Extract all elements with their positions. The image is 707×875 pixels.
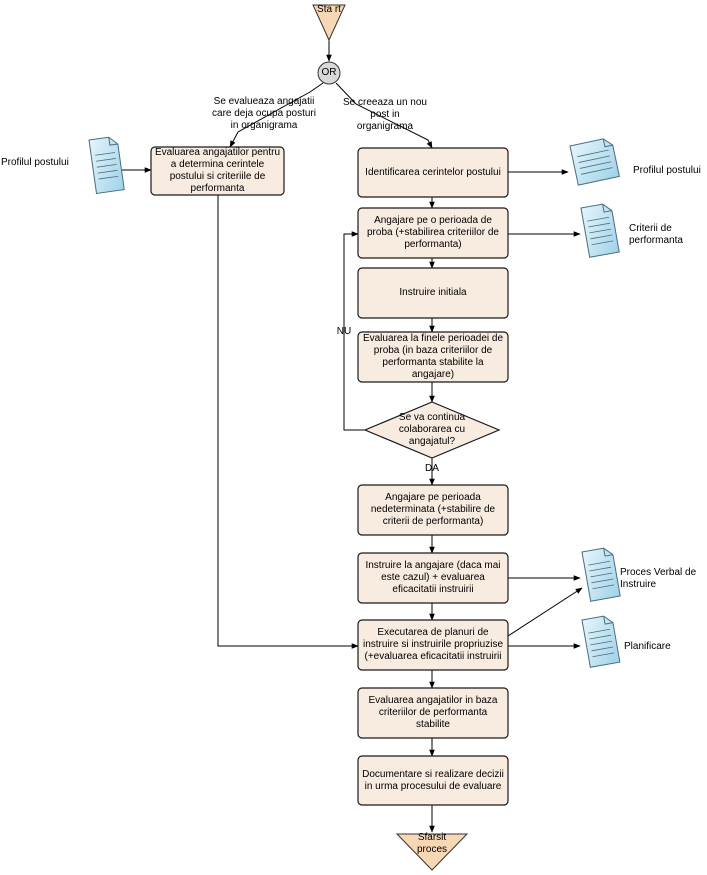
- indefinite-hire-step[interactable]: Angajare pe perioada nedeterminata (+sta…: [370, 492, 496, 527]
- box-probation-eval: [357, 331, 509, 383]
- box-hire-training: [357, 552, 509, 604]
- box-identify: [357, 147, 509, 198]
- start-event-shape: [312, 4, 346, 42]
- document-icon-profile-left: [88, 136, 125, 195]
- probation-hire-step[interactable]: Angajare pe o perioada de proba (+stabil…: [366, 215, 499, 250]
- edge-gateway-existing: [229, 82, 324, 148]
- document-icons: [88, 136, 621, 668]
- documentation-step[interactable]: Documentare si realizare decizii in urma…: [362, 768, 504, 792]
- probation-eval-step[interactable]: Evaluarea la finele perioadei de proba (…: [362, 333, 504, 380]
- document-icon-training-record: [581, 547, 621, 602]
- initial-training-step[interactable]: Instruire initiala: [399, 287, 467, 298]
- hire-training-step[interactable]: Instruire la angajare (daca mai este caz…: [365, 560, 501, 595]
- edge-gateway-new: [335, 82, 433, 149]
- eval-criteria-step[interactable]: Evaluarea angajatilor in baza criteriilo…: [368, 695, 498, 730]
- box-documentation: [357, 755, 509, 806]
- box-eval-criteria: [357, 687, 509, 739]
- edge-execute-to-record: [507, 587, 583, 637]
- edge-decision-no: [343, 231, 365, 431]
- execute-training-plans-step[interactable]: Executarea de planuri de instruire si in…: [362, 627, 504, 662]
- identify-requirements-step[interactable]: Identificarea cerintelor postului: [365, 166, 501, 178]
- eval-existing-step[interactable]: Evaluarea angajatilor pentru a determina…: [154, 147, 281, 194]
- end-event-shape: [395, 833, 469, 871]
- or-gateway-shape: [317, 61, 341, 85]
- connectors: [116, 40, 583, 833]
- process-boxes: [150, 146, 509, 806]
- decision-diamond-shape: [363, 401, 501, 459]
- document-icon-criteria: [580, 203, 620, 258]
- box-probation-hire: [357, 207, 509, 259]
- box-eval-existing: [150, 146, 285, 196]
- document-icon-planning: [581, 615, 621, 668]
- continue-collaboration-decision[interactable]: Se va continua colaborarea cu angajatul?: [398, 412, 466, 447]
- box-execute-plans: [357, 619, 509, 671]
- document-icon-profile-right: [569, 138, 620, 186]
- box-indefinite-hire: [357, 484, 509, 536]
- edge-eval-existing-to-execute: [217, 195, 359, 649]
- box-initial-training: [357, 267, 509, 319]
